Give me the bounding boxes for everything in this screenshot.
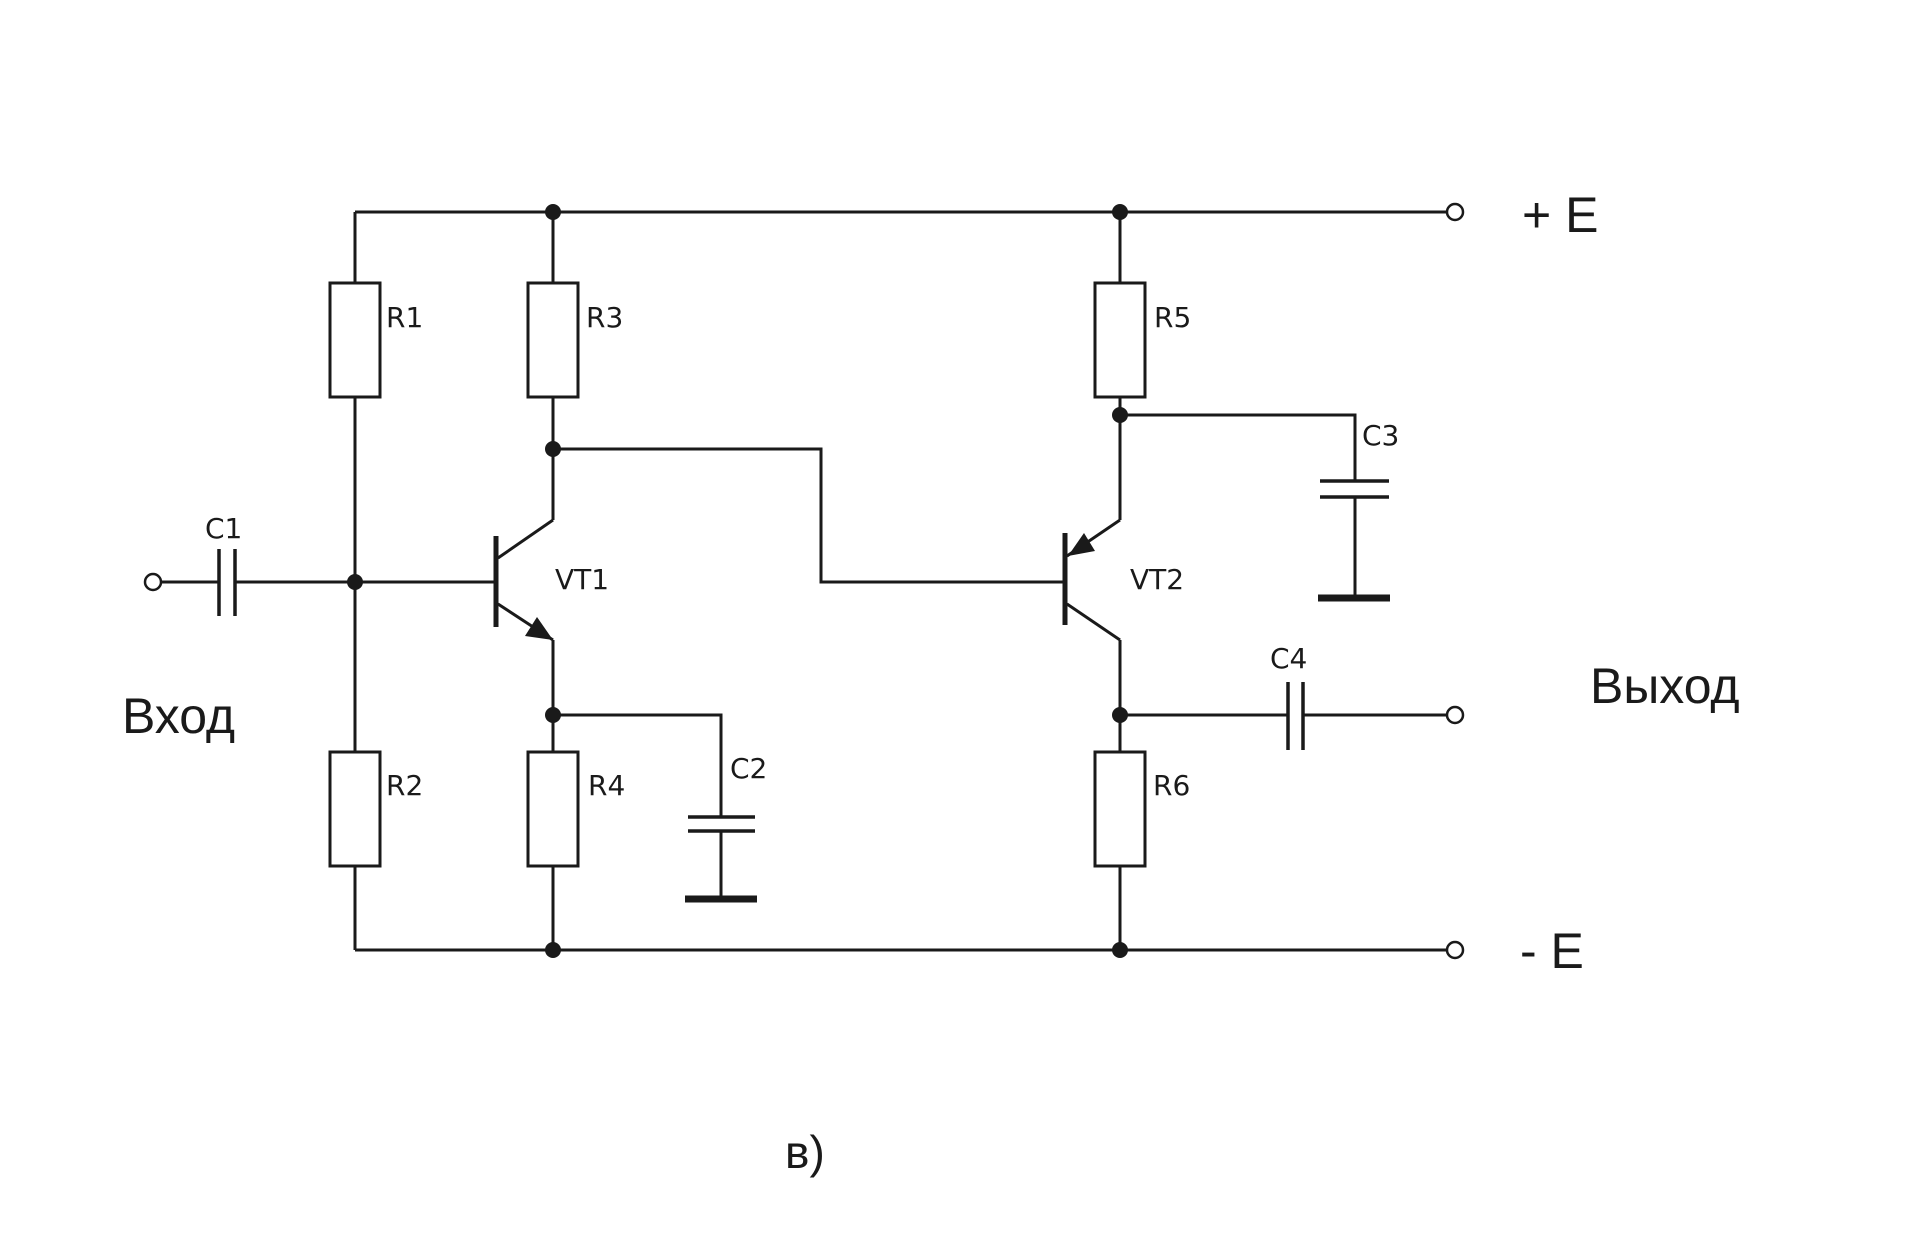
negative-supply-rail: - E [353, 866, 1584, 979]
input-label: Вход [122, 688, 235, 744]
interstage-wire [553, 447, 1063, 584]
resistor-r1: R1 [328, 281, 423, 399]
junction-dot [1112, 942, 1128, 958]
positive-supply-rail: + E [353, 187, 1598, 283]
resistor-r4: R4 [526, 750, 625, 868]
supply-negative-terminal [1445, 940, 1465, 960]
svg-text:VT2: VT2 [1130, 563, 1184, 596]
transistor-vt2: VT2 [1062, 518, 1184, 642]
capacitor-c2: C2 [553, 713, 767, 903]
svg-text:C3: C3 [1362, 419, 1399, 452]
svg-text:C4: C4 [1270, 642, 1307, 675]
figure-caption: в) [785, 1126, 825, 1178]
input-network: C1 Вход [122, 512, 494, 744]
svg-text:VT1: VT1 [555, 563, 609, 596]
svg-text:R1: R1 [386, 301, 423, 334]
svg-text:R3: R3 [586, 301, 623, 334]
resistor-r2: R2 [328, 750, 423, 868]
svg-text:R2: R2 [386, 769, 423, 802]
junction-dot [1112, 204, 1128, 220]
resistor-r6: R6 [1093, 750, 1190, 868]
svg-text:R5: R5 [1154, 301, 1191, 334]
output-label: Выход [1590, 658, 1740, 714]
junction-dot [545, 942, 561, 958]
c1-label: C1 [205, 512, 242, 545]
svg-text:R4: R4 [588, 769, 625, 802]
supply-negative-label: - E [1520, 923, 1584, 979]
capacitor-c3: C3 [1120, 413, 1399, 602]
junction-dot [545, 204, 561, 220]
output-terminal [1445, 705, 1465, 725]
supply-positive-terminal [1445, 202, 1465, 222]
resistor-r3: R3 [526, 281, 623, 399]
capacitor-c4: C4 [1120, 642, 1465, 750]
input-terminal [143, 572, 163, 592]
resistor-r5: R5 [1093, 281, 1191, 399]
transistor-vt1: VT1 [493, 518, 609, 642]
supply-positive-label: + E [1522, 187, 1598, 243]
svg-text:R6: R6 [1153, 769, 1190, 802]
svg-text:C2: C2 [730, 752, 767, 785]
